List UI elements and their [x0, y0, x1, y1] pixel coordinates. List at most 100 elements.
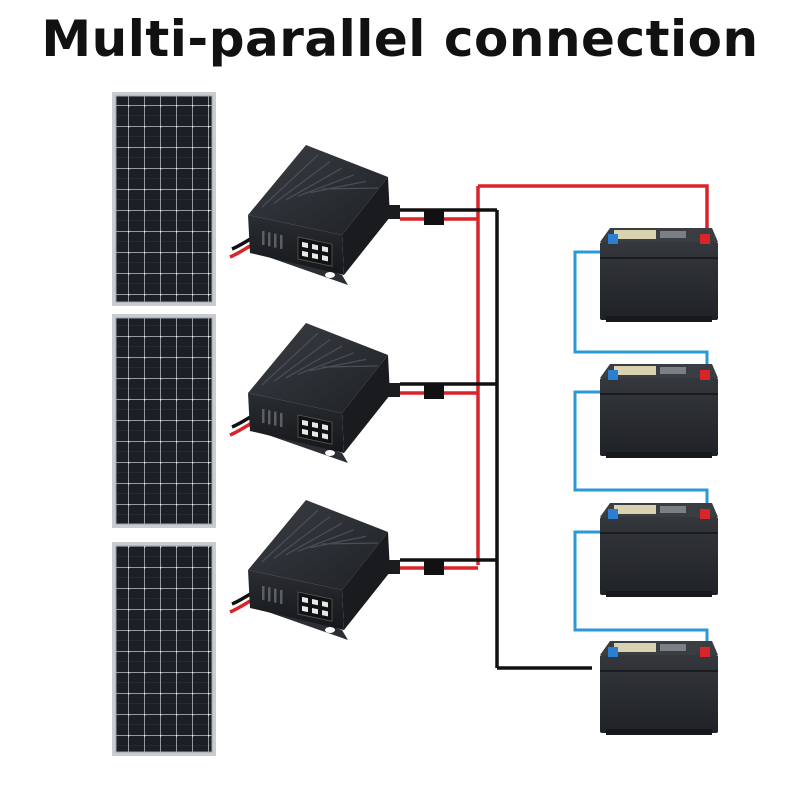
battery-link	[573, 390, 709, 518]
panel-border	[115, 317, 213, 525]
positive-terminal	[700, 509, 710, 519]
controller-side	[342, 177, 390, 275]
display-digit	[302, 250, 308, 258]
display-digit	[302, 596, 308, 604]
battery-label	[614, 505, 656, 514]
battery-body	[600, 655, 718, 733]
battery-body	[600, 242, 718, 320]
battery	[600, 364, 718, 458]
heat-sink-ridge	[297, 174, 355, 197]
battery-link	[573, 530, 709, 654]
display-digit	[322, 246, 328, 253]
battery-base	[606, 452, 712, 458]
output-terminal	[386, 383, 400, 397]
vent-slot	[274, 233, 277, 248]
battery	[600, 228, 718, 322]
battery-link	[573, 250, 709, 378]
display-digit	[302, 605, 308, 613]
negative-terminal	[608, 509, 618, 519]
panel-border	[115, 545, 213, 753]
battery-base	[606, 729, 712, 735]
display-digit	[302, 241, 308, 249]
negative-terminal	[608, 234, 618, 244]
display-digit	[312, 598, 318, 606]
solar-panel	[112, 92, 216, 306]
heat-sink-ridge	[285, 522, 343, 556]
battery-body	[600, 378, 718, 456]
display-digit	[322, 255, 328, 262]
display-digit	[322, 424, 328, 431]
heat-sink-ridge	[297, 529, 355, 552]
heat-sink-ridge	[261, 332, 319, 386]
battery	[600, 641, 718, 735]
charge-controller	[229, 323, 400, 463]
heat-sink-ridge	[309, 535, 367, 549]
heat-sink-ridge	[285, 167, 343, 201]
charge-controller	[229, 500, 400, 640]
vent-slot	[268, 410, 271, 425]
output-terminal	[386, 560, 400, 574]
panel-cells	[116, 546, 212, 752]
mount-hole	[325, 450, 335, 456]
battery-base	[606, 591, 712, 597]
controller-top	[248, 500, 388, 590]
controller-side	[342, 532, 390, 630]
battery-base	[606, 316, 712, 322]
positive-terminal	[700, 370, 710, 380]
heat-sink-ridge	[273, 339, 331, 382]
heat-sink-ridge	[261, 509, 319, 563]
vent-slot	[262, 231, 265, 245]
charge-controller	[229, 145, 400, 285]
battery-positive-feed	[478, 184, 709, 242]
vent-slot	[268, 232, 271, 247]
battery	[600, 503, 718, 597]
panel-cells	[116, 318, 212, 524]
heat-sink-ridge	[261, 154, 319, 208]
vent-slot	[274, 588, 277, 603]
battery-label	[614, 643, 656, 652]
vent-slot	[268, 587, 271, 602]
negative-terminal	[608, 370, 618, 380]
display-digit	[302, 419, 308, 427]
display-digit	[312, 421, 318, 429]
diagram-title: Multi-parallel connection	[41, 10, 759, 68]
display-digit	[302, 428, 308, 436]
display-digit	[322, 433, 328, 440]
vent-slot	[280, 412, 283, 427]
mount-hole	[325, 272, 335, 278]
display-digit	[322, 610, 328, 617]
display-digit	[312, 607, 318, 615]
inline-fuse	[424, 211, 444, 225]
heat-sink-ridge	[297, 352, 355, 375]
heat-sink-ridge	[309, 358, 367, 372]
positive-terminal	[700, 234, 710, 244]
controller-top	[248, 323, 388, 413]
vent-slot	[280, 234, 283, 249]
vent-slot	[280, 589, 283, 604]
heat-sink-ridge	[321, 187, 379, 190]
solar-panel	[112, 542, 216, 756]
display-digit	[312, 243, 318, 251]
heat-sink-ridge	[321, 542, 379, 545]
solar-panel	[112, 314, 216, 528]
heat-sink-ridge	[309, 180, 367, 194]
battery-handle	[660, 506, 686, 513]
panel-cells	[116, 96, 212, 302]
inline-fuse	[424, 385, 444, 399]
heat-sink-ridge	[273, 161, 331, 204]
display-digit	[312, 252, 318, 260]
battery-handle	[660, 367, 686, 374]
heat-sink-ridge	[321, 365, 379, 368]
vent-slot	[274, 411, 277, 426]
positive-terminal	[700, 647, 710, 657]
battery-handle	[660, 644, 686, 651]
battery-label	[614, 366, 656, 375]
battery-body	[600, 517, 718, 595]
panel-border	[115, 95, 213, 303]
display-digit	[312, 430, 318, 438]
inline-fuse	[424, 561, 444, 575]
negative-terminal	[608, 647, 618, 657]
controller-side	[342, 355, 390, 453]
display-digit	[322, 601, 328, 608]
